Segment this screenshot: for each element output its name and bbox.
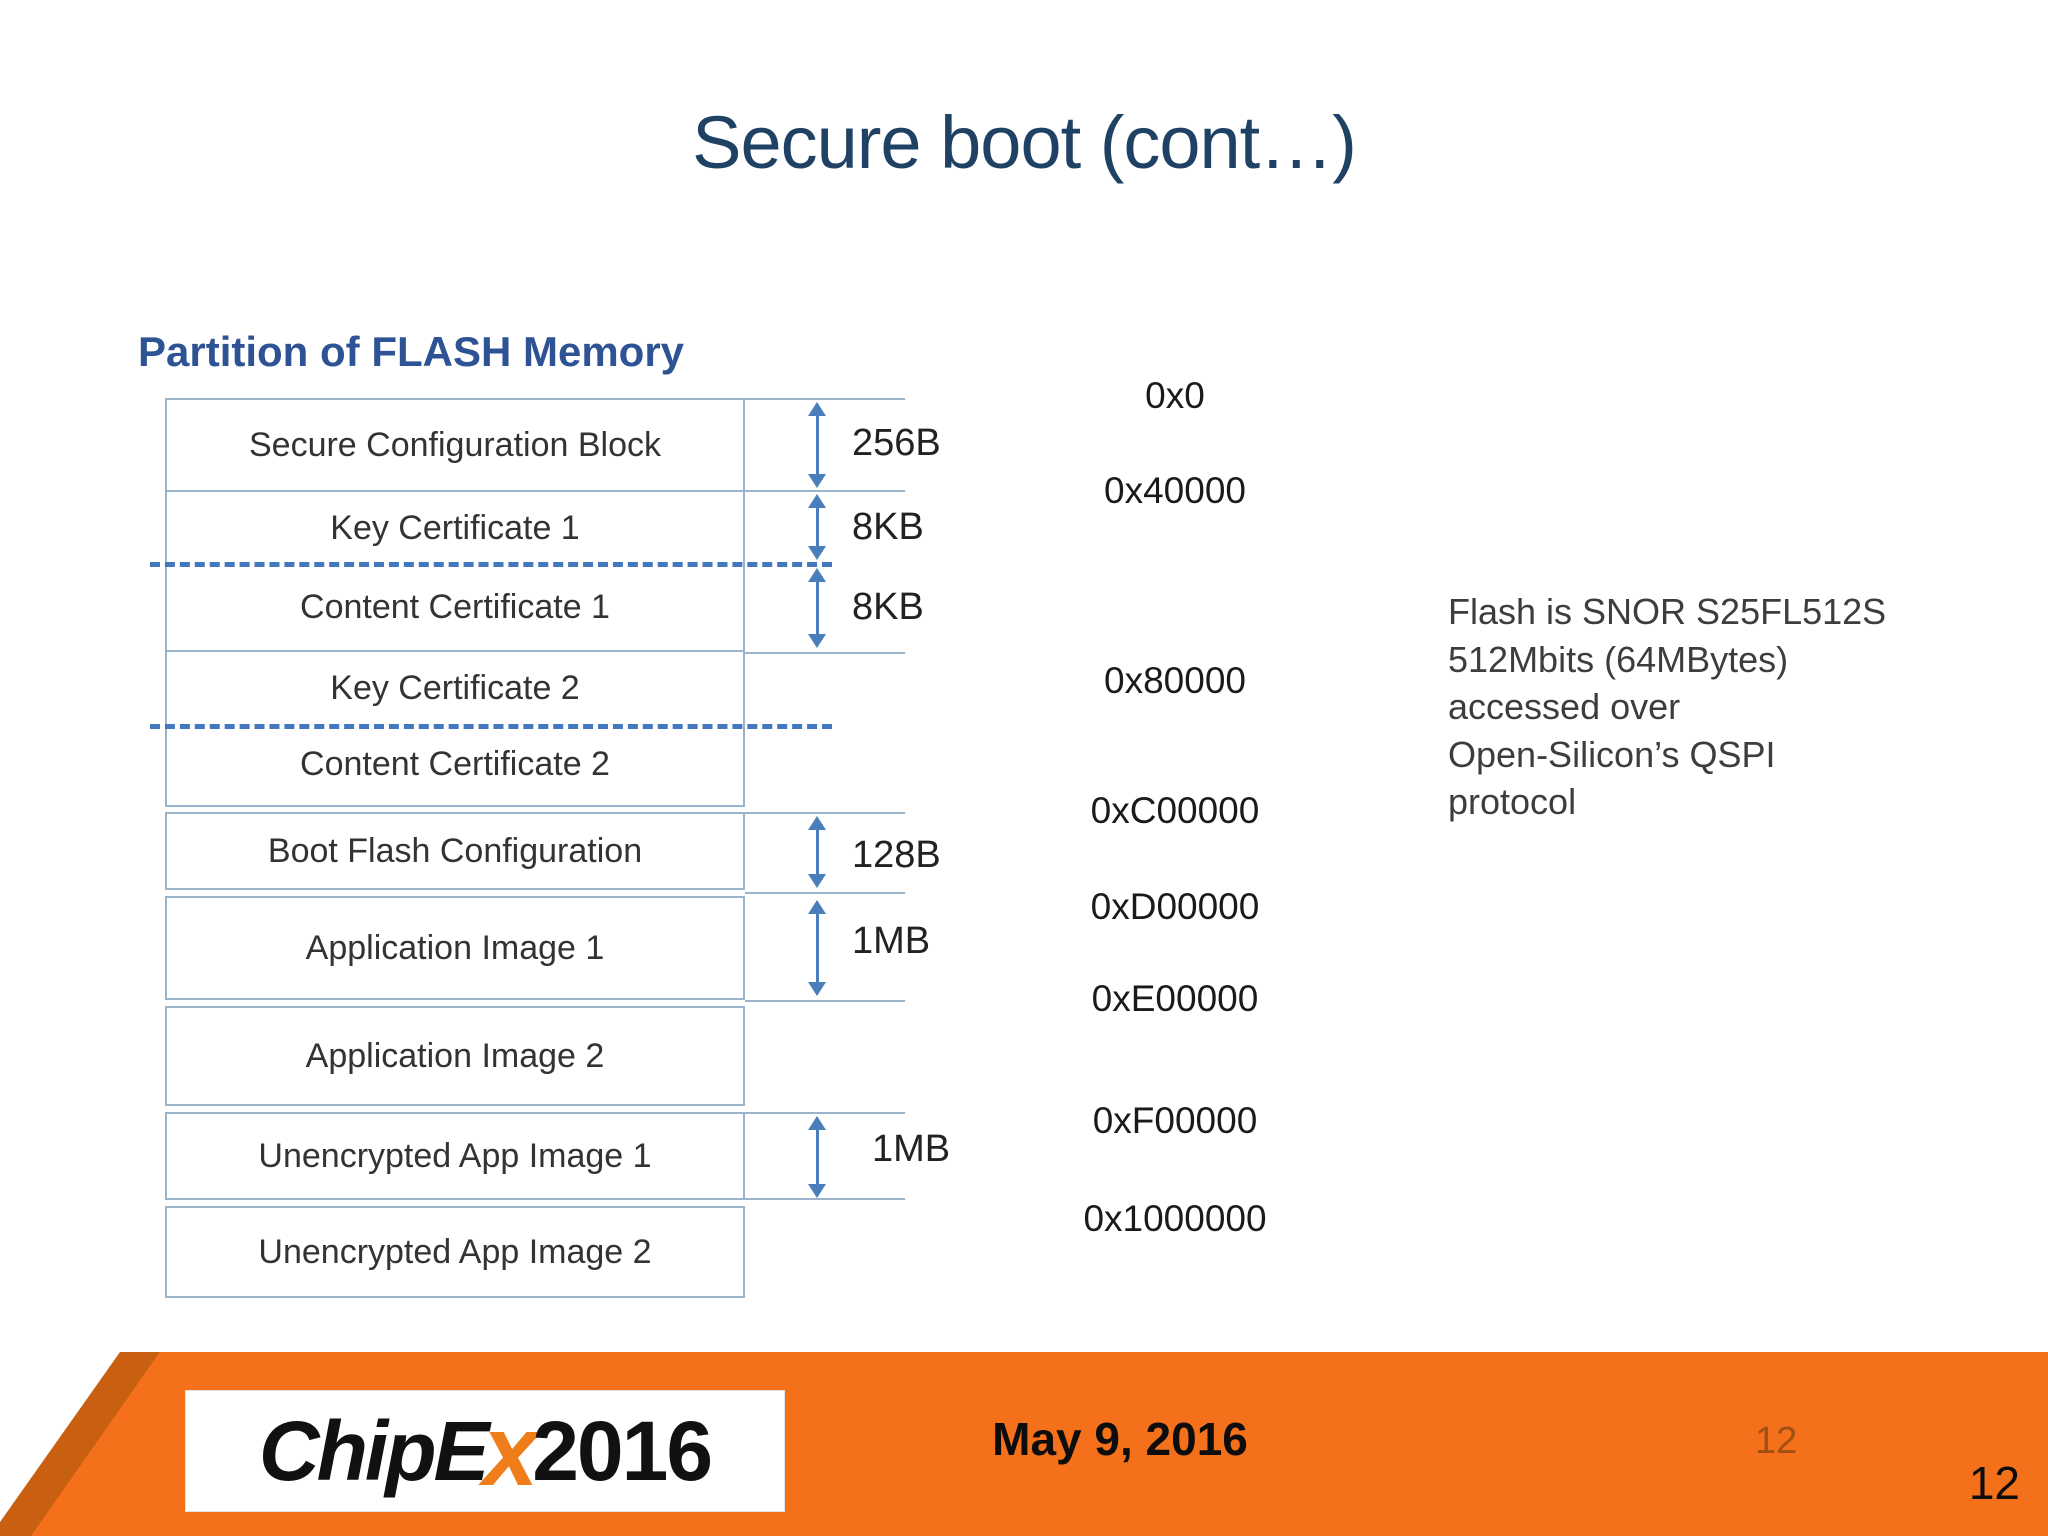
size-label-256b: 256B [852, 422, 941, 464]
partition-row-label: Key Certificate 2 [330, 668, 580, 707]
double-arrow-icon [808, 494, 826, 560]
page-number-faint: 12 [1755, 1420, 1798, 1462]
partition-row-boot-flash-configuration: Boot Flash Configuration [165, 812, 745, 890]
diagram-heading: Partition of FLASH Memory [138, 328, 685, 375]
footer-corner-notch [0, 1352, 120, 1522]
double-arrow-icon [808, 402, 826, 488]
slide-title: Secure boot (cont…) [692, 101, 1357, 184]
partition-row-label: Application Image 2 [305, 1036, 605, 1075]
logo-text-e: E [433, 1403, 490, 1498]
partition-row-label: Content Certificate 1 [300, 587, 610, 626]
tick-line [745, 398, 905, 400]
tick-line [745, 1000, 905, 1002]
flash-note-line: 512Mbits (64MBytes) [1448, 638, 1789, 680]
arrow-shaft [816, 411, 819, 479]
size-label-8kb-1: 8KB [852, 506, 924, 548]
address-label-0x80000: 0x80000 [1104, 660, 1246, 701]
partition-row-label: Secure Configuration Block [248, 425, 661, 464]
partition-row-key-certificate-1: Key Certificate 1 [167, 492, 743, 564]
size-label-8kb-2: 8KB [852, 586, 924, 628]
arrow-shaft [816, 1125, 819, 1189]
partition-row-unencrypted-app-image-2: Unencrypted App Image 2 [165, 1206, 745, 1298]
arrow-shaft [816, 503, 819, 551]
flash-note-line: Flash is SNOR S25FL512S [1448, 591, 1887, 632]
tick-line [745, 1112, 905, 1114]
partition-row-label: Unencrypted App Image 2 [258, 1232, 652, 1271]
dashed-separator-2 [150, 724, 832, 729]
partition-row-application-image-1: Application Image 1 [165, 896, 745, 1000]
partition-box-certificates-1: Key Certificate 1 Content Certificate 1 [165, 490, 745, 652]
flash-note-line: Open-Silicon’s QSPI [1448, 733, 1776, 775]
dashed-separator-1 [150, 562, 832, 567]
partition-row-content-certificate-2: Content Certificate 2 [167, 724, 743, 805]
partition-row-label: Boot Flash Configuration [267, 831, 643, 870]
arrow-shaft [816, 909, 819, 987]
partition-row-application-image-2: Application Image 2 [165, 1006, 745, 1106]
address-label-0xe00000: 0xE00000 [1091, 978, 1259, 1019]
partition-row-label: Application Image 1 [305, 928, 605, 967]
logo-text-chip: Chip [258, 1403, 437, 1498]
page-number: 12 [1968, 1457, 2020, 1509]
double-arrow-icon [808, 1116, 826, 1198]
double-arrow-icon [808, 900, 826, 996]
logo-x-icon: x [482, 1395, 539, 1507]
partition-row-secure-configuration-block: Secure Configuration Block [165, 398, 745, 492]
size-label-1mb-1: 1MB [852, 920, 931, 962]
partition-row-label: Content Certificate 2 [300, 745, 610, 783]
arrow-shaft [816, 825, 819, 879]
size-label-1mb-2: 1MB [872, 1128, 951, 1170]
tick-line [745, 812, 905, 814]
address-label-0x1000000: 0x1000000 [1083, 1198, 1267, 1239]
tick-line [745, 652, 905, 654]
address-label-0xc00000: 0xC00000 [1090, 790, 1260, 831]
address-label-0x40000: 0x40000 [1104, 470, 1246, 511]
address-label-0x0: 0x0 [1145, 375, 1205, 416]
address-label-0xf00000: 0xF00000 [1092, 1100, 1258, 1141]
footer-band: Chip E x 2016 May 9, 2016 12 12 [0, 1352, 2048, 1536]
partition-row-label: Unencrypted App Image 1 [258, 1136, 652, 1175]
tick-line [745, 892, 905, 894]
size-label-128b: 128B [852, 834, 941, 876]
address-label-0xd00000: 0xD00000 [1090, 886, 1260, 927]
flash-note-line: accessed over [1448, 686, 1681, 728]
chipex-logo: Chip E x 2016 [185, 1390, 785, 1512]
arrow-shaft [816, 577, 819, 639]
footer-date: May 9, 2016 [992, 1413, 1248, 1465]
tick-line [745, 1198, 905, 1200]
partition-row-key-certificate-2: Key Certificate 2 [167, 652, 743, 724]
flash-note: Flash is SNOR S25FL512S 512Mbits (64MByt… [1448, 588, 1968, 826]
double-arrow-icon [808, 568, 826, 648]
partition-row-label: Key Certificate 1 [330, 508, 580, 547]
flash-note-line: protocol [1448, 781, 1577, 823]
logo-text-year: 2016 [532, 1403, 713, 1498]
tick-line [745, 490, 905, 492]
partition-row-content-certificate-1: Content Certificate 1 [167, 564, 743, 650]
partition-row-unencrypted-app-image-1: Unencrypted App Image 1 [165, 1112, 745, 1200]
double-arrow-icon [808, 816, 826, 888]
